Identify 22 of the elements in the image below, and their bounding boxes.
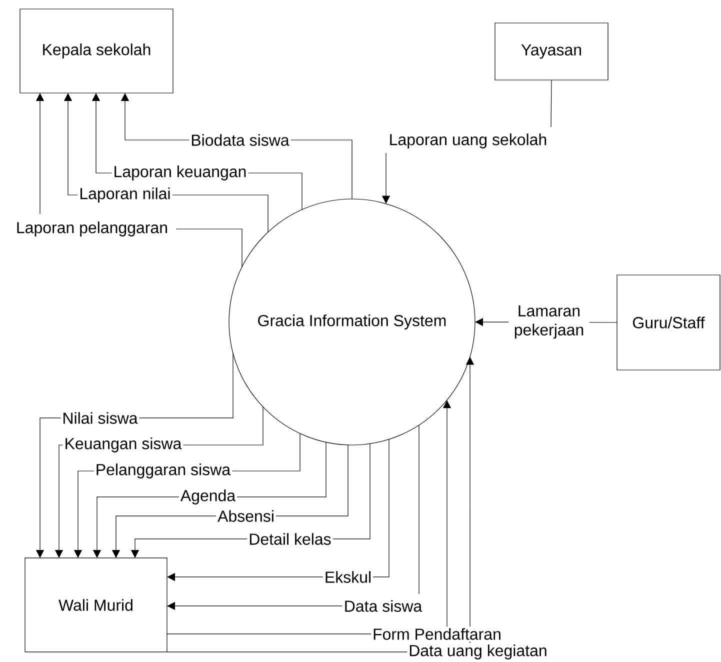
edge-label: Data uang kegiatan [407, 643, 549, 661]
edge-label: Keuangan siswa [62, 436, 184, 454]
entity-box: Wali Murid [24, 558, 168, 652]
edge-label: Laporan nilai [78, 186, 172, 204]
edge-label: Lamaran pekerjaan [508, 304, 590, 340]
entity-box: Kepala sekolah [20, 8, 174, 94]
edge-label: Laporan keuangan [112, 164, 248, 182]
edge-label: Agenda [178, 488, 238, 506]
edge-label: Nilai siswa [60, 410, 140, 426]
edge-label: Biodata siswa [189, 132, 291, 148]
entity-box: Guru/Staff [616, 274, 720, 370]
edge-label: Laporan uang sekolah [387, 132, 549, 150]
arrow [36, 93, 242, 268]
edge-label: Pelanggaran siswa [94, 462, 232, 480]
arrow [167, 424, 420, 610]
edge-label: Laporan pelanggaran [14, 220, 170, 238]
edge-label: Data siswa [342, 598, 424, 614]
edge-label: Detail kelas [247, 532, 333, 546]
edge-label: Ekskul [322, 570, 374, 584]
edge-label: Form Pendaftaran [371, 626, 503, 642]
edge-label: Absensi [216, 508, 276, 524]
entity-box: Yayasan [494, 22, 608, 80]
